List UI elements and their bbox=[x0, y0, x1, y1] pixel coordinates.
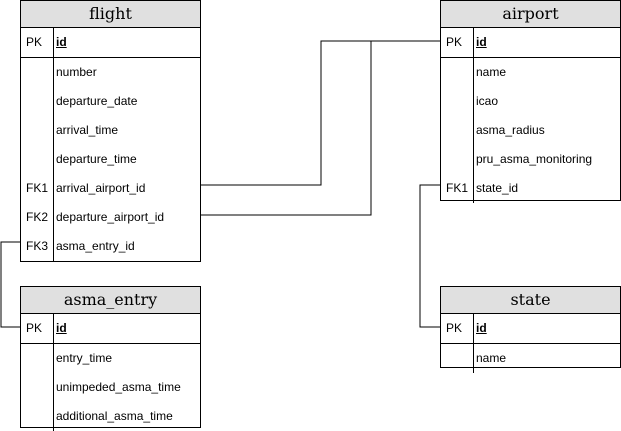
asma-entry-field-entry-time: entry_time bbox=[56, 351, 113, 365]
flight-attributes: number departure_date arrival_time depar… bbox=[21, 58, 200, 261]
flight-pk-section: PK id bbox=[21, 28, 200, 58]
fk1-label: FK1 bbox=[26, 181, 49, 195]
airport-pk-section: PK id bbox=[441, 28, 620, 58]
flight-table-title: flight bbox=[21, 1, 200, 28]
airport-table[interactable]: airport PK id name icao asma_radius pru_… bbox=[440, 0, 621, 203]
arrival-airport-relation-line bbox=[201, 40, 440, 186]
asma-entry-field-additional-asma-time: additional_asma_time bbox=[56, 409, 173, 423]
flight-field-asma-entry-id: FK3 asma_entry_id bbox=[21, 232, 200, 261]
state-pk-row: PK id bbox=[441, 314, 620, 343]
flight-pk-row: PK id bbox=[21, 28, 200, 57]
flight-field-arrival-airport-id: FK1 arrival_airport_id bbox=[21, 174, 200, 203]
airport-attributes: name icao asma_radius pru_asma_monitorin… bbox=[441, 58, 620, 203]
state-table-title: state bbox=[441, 287, 620, 314]
pk-label: PK bbox=[446, 35, 463, 49]
asma-entry-table[interactable]: asma_entry PK id entry_time unimpeded_as… bbox=[20, 286, 201, 431]
airport-field-asma-radius: asma_radius bbox=[476, 123, 545, 137]
asma-entry-pk-section: PK id bbox=[21, 314, 200, 344]
state-pk-section: PK id bbox=[441, 314, 620, 344]
flight-table[interactable]: flight PK id number departure_date arriv… bbox=[20, 0, 201, 262]
flight-field-departure-date: departure_date bbox=[56, 94, 138, 108]
airport-field-pru-asma-monitoring: pru_asma_monitoring bbox=[476, 152, 593, 166]
flight-field-number: number bbox=[56, 65, 97, 79]
asma-entry-attributes: entry_time unimpeded_asma_time additiona… bbox=[21, 344, 200, 431]
airport-field-icao: icao bbox=[476, 94, 499, 108]
fk2-label: FK2 bbox=[26, 210, 49, 224]
flight-id-field: id bbox=[56, 35, 67, 49]
asma-entry-pk-row: PK id bbox=[21, 314, 200, 343]
flight-field-arrival-time: arrival_time bbox=[56, 123, 119, 137]
state-attributes: name bbox=[441, 344, 620, 373]
fk3-label: FK3 bbox=[26, 239, 49, 253]
pk-label: PK bbox=[26, 321, 43, 335]
state-field-name: name bbox=[476, 351, 507, 365]
asma-entry-table-title: asma_entry bbox=[21, 287, 200, 314]
state-relation-line bbox=[419, 184, 440, 328]
state-id-field: id bbox=[476, 321, 487, 335]
state-table[interactable]: state PK id name bbox=[440, 286, 621, 373]
flight-field-departure-time: departure_time bbox=[56, 152, 137, 166]
pk-label: PK bbox=[446, 321, 463, 335]
airport-field-state-id: FK1 state_id bbox=[441, 174, 620, 203]
fk1-label: FK1 bbox=[446, 181, 469, 195]
airport-field-name: name bbox=[476, 65, 507, 79]
airport-pk-row: PK id bbox=[441, 28, 620, 57]
pk-label: PK bbox=[26, 35, 43, 49]
airport-table-title: airport bbox=[441, 1, 620, 28]
flight-field-departure-airport-id: FK2 departure_airport_id bbox=[21, 203, 200, 232]
asma-entry-relation-line bbox=[0, 241, 20, 328]
asma-entry-field-unimpeded-asma-time: unimpeded_asma_time bbox=[56, 380, 181, 394]
airport-id-field: id bbox=[476, 35, 487, 49]
departure-airport-relation-line bbox=[201, 40, 440, 216]
asma-entry-id-field: id bbox=[56, 321, 67, 335]
